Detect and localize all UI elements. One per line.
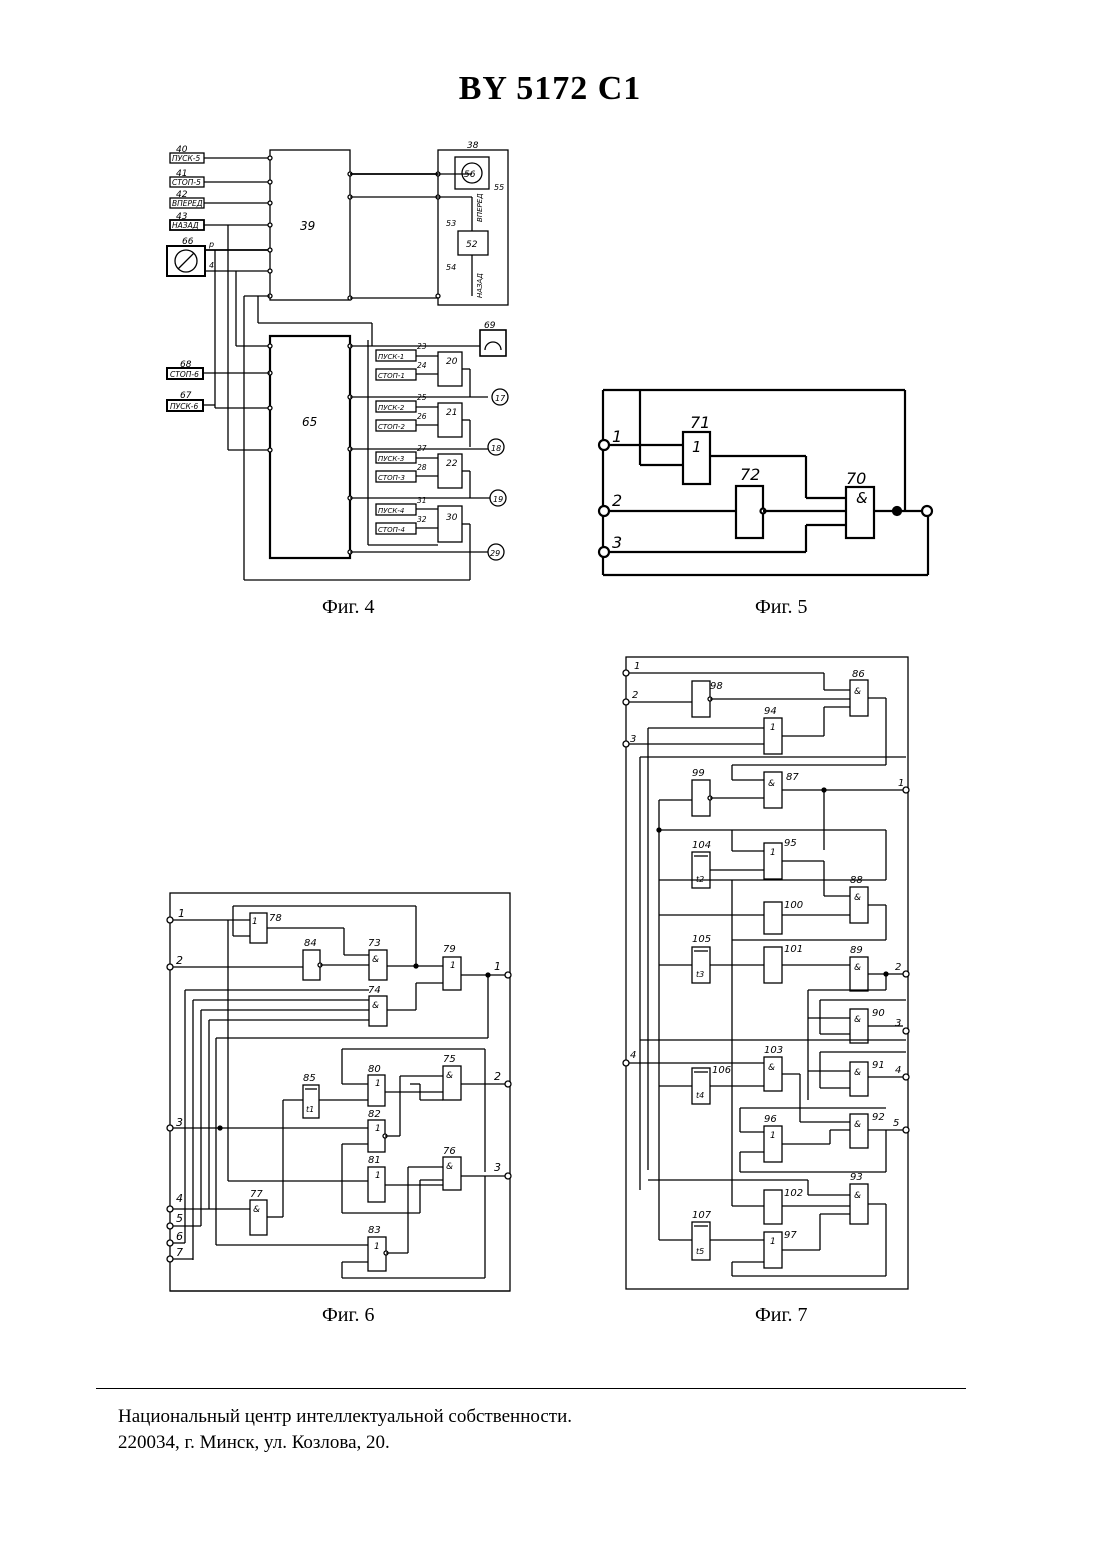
- fig7-gate-100: 100: [764, 900, 803, 934]
- svg-text:98: 98: [710, 681, 723, 692]
- svg-text:95: 95: [784, 838, 797, 849]
- fig7-timer-106: t4 106: [692, 1065, 731, 1104]
- svg-text:&: &: [854, 1068, 861, 1078]
- fig7-timer-104: t2104: [692, 840, 711, 888]
- svg-text:87: 87: [786, 772, 799, 783]
- svg-text:t3: t3: [696, 970, 704, 979]
- fig7-gate-97: 1 97: [764, 1230, 797, 1268]
- fig7-in-4: 4: [630, 1050, 636, 1061]
- svg-text:100: 100: [784, 900, 803, 911]
- fig7-out-5: 5: [893, 1118, 899, 1129]
- fig7-gate-93: & 93: [850, 1172, 868, 1224]
- svg-text:102: 102: [784, 1188, 803, 1199]
- svg-text:&: &: [854, 1015, 861, 1025]
- svg-text:91: 91: [872, 1060, 885, 1071]
- fig7-gate-96: 1 96: [764, 1114, 782, 1162]
- svg-text:&: &: [854, 1120, 861, 1130]
- svg-text:99: 99: [692, 768, 705, 779]
- fig7-gate-91: & 91: [850, 1060, 885, 1096]
- svg-text:t4: t4: [696, 1091, 704, 1100]
- svg-text:92: 92: [872, 1112, 885, 1123]
- svg-text:86: 86: [852, 669, 865, 680]
- svg-text:1: 1: [770, 723, 776, 733]
- svg-text:97: 97: [784, 1230, 797, 1241]
- footer-organization: Национальный центр интеллектуальной собс…: [118, 1406, 572, 1428]
- fig7-out-4: 4: [895, 1065, 901, 1076]
- footer-divider: [96, 1388, 966, 1389]
- svg-text:90: 90: [872, 1008, 885, 1019]
- svg-text:94: 94: [764, 706, 777, 717]
- fig7-in-2: 2: [632, 690, 638, 701]
- fig7-in-1: 1: [634, 661, 640, 672]
- svg-text:105: 105: [692, 934, 711, 945]
- fig7-timer-105: t3 105: [692, 934, 711, 983]
- svg-text:&: &: [854, 893, 861, 903]
- fig7-gate-95: 1 95: [764, 838, 797, 879]
- fig7-out-3: 3: [895, 1018, 901, 1029]
- fig7-out-2: 2: [895, 962, 901, 973]
- fig7-gate-101: 101: [764, 944, 803, 983]
- svg-text:&: &: [854, 1191, 861, 1201]
- svg-text:101: 101: [784, 944, 803, 955]
- svg-text:89: 89: [850, 945, 863, 956]
- svg-text:107: 107: [692, 1210, 712, 1221]
- svg-text:93: 93: [850, 1172, 863, 1183]
- fig7-gate-103: & 103: [764, 1045, 783, 1091]
- fig7-gate-99: 99: [692, 768, 712, 816]
- svg-text:1: 1: [770, 1237, 776, 1247]
- svg-text:103: 103: [764, 1045, 783, 1056]
- svg-text:&: &: [768, 779, 775, 789]
- fig7-gate-86: & 86: [850, 669, 868, 716]
- svg-text:t5: t5: [696, 1247, 704, 1256]
- fig7-gate-89: & 89: [850, 945, 868, 991]
- footer-address: 220034, г. Минск, ул. Козлова, 20.: [118, 1432, 390, 1454]
- svg-text:104: 104: [692, 840, 711, 851]
- svg-text:1: 1: [770, 848, 776, 858]
- svg-text:&: &: [854, 963, 861, 973]
- svg-text:106: 106: [712, 1065, 731, 1076]
- fig7-gate-88: &88: [850, 875, 868, 923]
- svg-text:&: &: [768, 1063, 775, 1073]
- svg-text:&: &: [854, 687, 861, 697]
- svg-text:96: 96: [764, 1114, 777, 1125]
- fig7-out-1: 1: [898, 778, 904, 789]
- figure-7-caption: Фиг. 7: [755, 1304, 807, 1327]
- fig7-timer-107: t5 107: [692, 1210, 712, 1260]
- svg-text:1: 1: [770, 1131, 776, 1141]
- fig7-gate-94: 1 94: [764, 706, 782, 754]
